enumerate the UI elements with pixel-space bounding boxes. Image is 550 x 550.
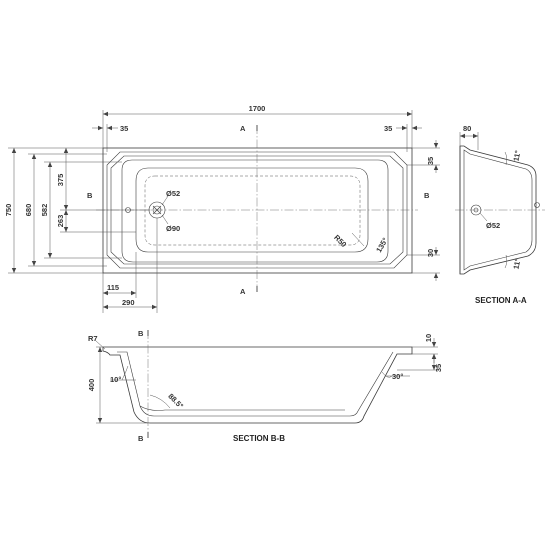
section-b-left-label: B: [87, 191, 93, 200]
section-a-bottom-label: A: [240, 287, 246, 296]
right-30-label: 30: [426, 249, 435, 257]
length-label: 1700: [249, 104, 266, 113]
section-aa-angle-top-label: 11°: [512, 150, 523, 162]
section-bb-angle-right-label: 30°: [392, 372, 403, 381]
section-aa-angle-bottom-label: 11°: [512, 258, 523, 270]
depth-375-label: 375: [56, 174, 65, 187]
section-aa-inner: [463, 149, 533, 271]
section-bb-angle-floor-label: 88.5°: [166, 392, 185, 411]
right-35-label: 35: [426, 157, 435, 165]
section-bb-title: SECTION B-B: [233, 434, 285, 443]
end-left-label: 35: [120, 124, 128, 133]
plan-rim-edge: [110, 155, 404, 265]
plan-view: Ø52 Ø90 R50 135° 1700 35 35 A A B B 750: [4, 104, 440, 313]
width-inner-label: 680: [24, 204, 33, 217]
section-bb-angle-left-label: 10°: [110, 375, 121, 384]
waste-diameter-label: Ø52: [166, 189, 180, 198]
section-aa-waste: [470, 204, 482, 216]
plan-inner-rim: [106, 151, 408, 269]
plan-outer-rim: [102, 147, 413, 274]
section-bb-depth-label: 400: [87, 379, 96, 392]
section-bb-rim-35-label: 35: [434, 364, 443, 372]
section-aa-title: SECTION A-A: [475, 296, 527, 305]
corner-radius-label: R50: [332, 233, 348, 249]
section-bb-outer-profile: [102, 347, 406, 424]
section-aa-width-label: 80: [463, 124, 471, 133]
plan-basin-floor: [135, 167, 369, 253]
width-total-label: 750: [4, 204, 13, 217]
section-bb-cut-top-label: B: [138, 329, 144, 338]
bottom-290-label: 290: [122, 298, 135, 307]
section-bb-cut-bottom-label: B: [138, 434, 144, 443]
section-bb-rim-10-label: 10: [424, 334, 433, 342]
plan-floor-hidden: [144, 175, 361, 246]
section-b-right-label: B: [424, 191, 430, 200]
section-bb-radius-label: R7: [88, 334, 98, 343]
waste-outer-diameter-label: Ø90: [166, 224, 180, 233]
section-a-top-label: A: [240, 124, 246, 133]
section-aa-view: Ø52 80 11° 11° SECTION A-A: [455, 124, 545, 305]
section-aa-outline: [459, 145, 537, 275]
end-right-label: 35: [384, 124, 392, 133]
corner-angle-label: 135°: [374, 236, 390, 254]
section-bb-inner-profile: [117, 351, 394, 417]
depth-263-label: 263: [56, 215, 65, 228]
section-bb-view: B B R7 400 10° 88.5° 30° 10 35 SECTION B…: [87, 329, 443, 443]
bottom-115-label: 115: [107, 283, 119, 292]
section-aa-waste-label: Ø52: [486, 221, 500, 230]
waste-inner-circle: [152, 205, 162, 215]
plan-basin-edge: [121, 159, 389, 263]
section-bb-rim: [103, 346, 413, 355]
width-582-label: 582: [40, 204, 49, 217]
